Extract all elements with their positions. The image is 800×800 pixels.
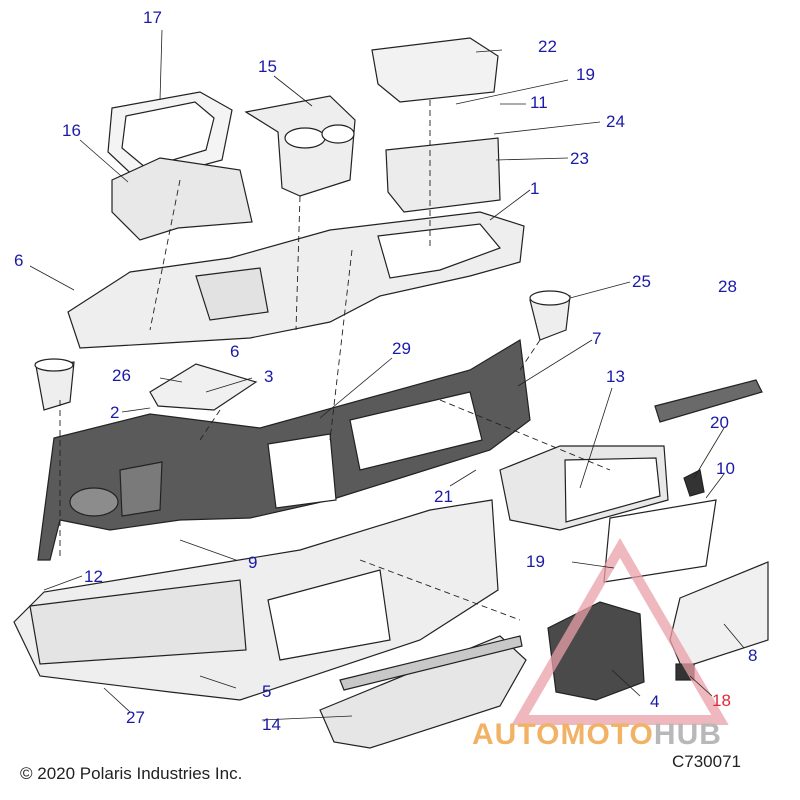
part-23-storage-bin [385, 137, 501, 213]
part-16-bracket [111, 157, 253, 241]
callout-2: 2 [110, 403, 120, 422]
callout-13: 13 [606, 367, 625, 386]
callout-14: 14 [262, 715, 281, 734]
callout-29: 29 [392, 339, 411, 358]
callout-20: 20 [710, 413, 729, 432]
callout-23: 23 [570, 149, 589, 168]
callout-19-top: 19 [576, 65, 595, 84]
callout-3: 3 [264, 367, 274, 386]
callout-6-left: 6 [14, 251, 24, 270]
figure-id: C730071 [672, 752, 742, 771]
part-26-bracket [149, 363, 258, 411]
callout-16: 16 [62, 121, 81, 140]
callout-8: 8 [748, 646, 758, 665]
callout-10: 10 [716, 459, 735, 478]
callout-21: 21 [434, 487, 453, 506]
callout-4: 4 [650, 692, 660, 711]
part-14-panel [319, 635, 527, 749]
callout-22: 22 [538, 37, 557, 56]
copyright: © 2020 Polaris Industries Inc. [20, 764, 243, 783]
callout-11: 11 [530, 93, 548, 112]
callout-9: 9 [248, 553, 258, 572]
watermark-triangle [511, 538, 729, 725]
callout-24: 24 [606, 112, 625, 131]
callout-18: 18 [712, 691, 731, 710]
callout-5: 5 [262, 682, 272, 701]
callout-25: 25 [632, 272, 651, 291]
callout-28: 28 [718, 277, 737, 296]
part-20-latch [683, 469, 705, 497]
part-25-cupholder [529, 290, 571, 306]
callout-6-center: 6 [230, 342, 240, 361]
part-28-trim [654, 379, 763, 423]
part-10-gasket [603, 499, 717, 583]
callout-1: 1 [530, 179, 540, 198]
part-22-lid [371, 37, 499, 103]
callout-27: 27 [126, 708, 145, 727]
callout-15: 15 [258, 57, 277, 76]
callout-12: 12 [84, 567, 103, 586]
callout-19-bottom: 19 [526, 552, 545, 571]
callout-7: 7 [592, 329, 602, 348]
callout-17: 17 [143, 8, 162, 27]
watermark-logo: AUTOMOTOHUB [472, 718, 722, 751]
callout-26: 26 [112, 366, 131, 385]
